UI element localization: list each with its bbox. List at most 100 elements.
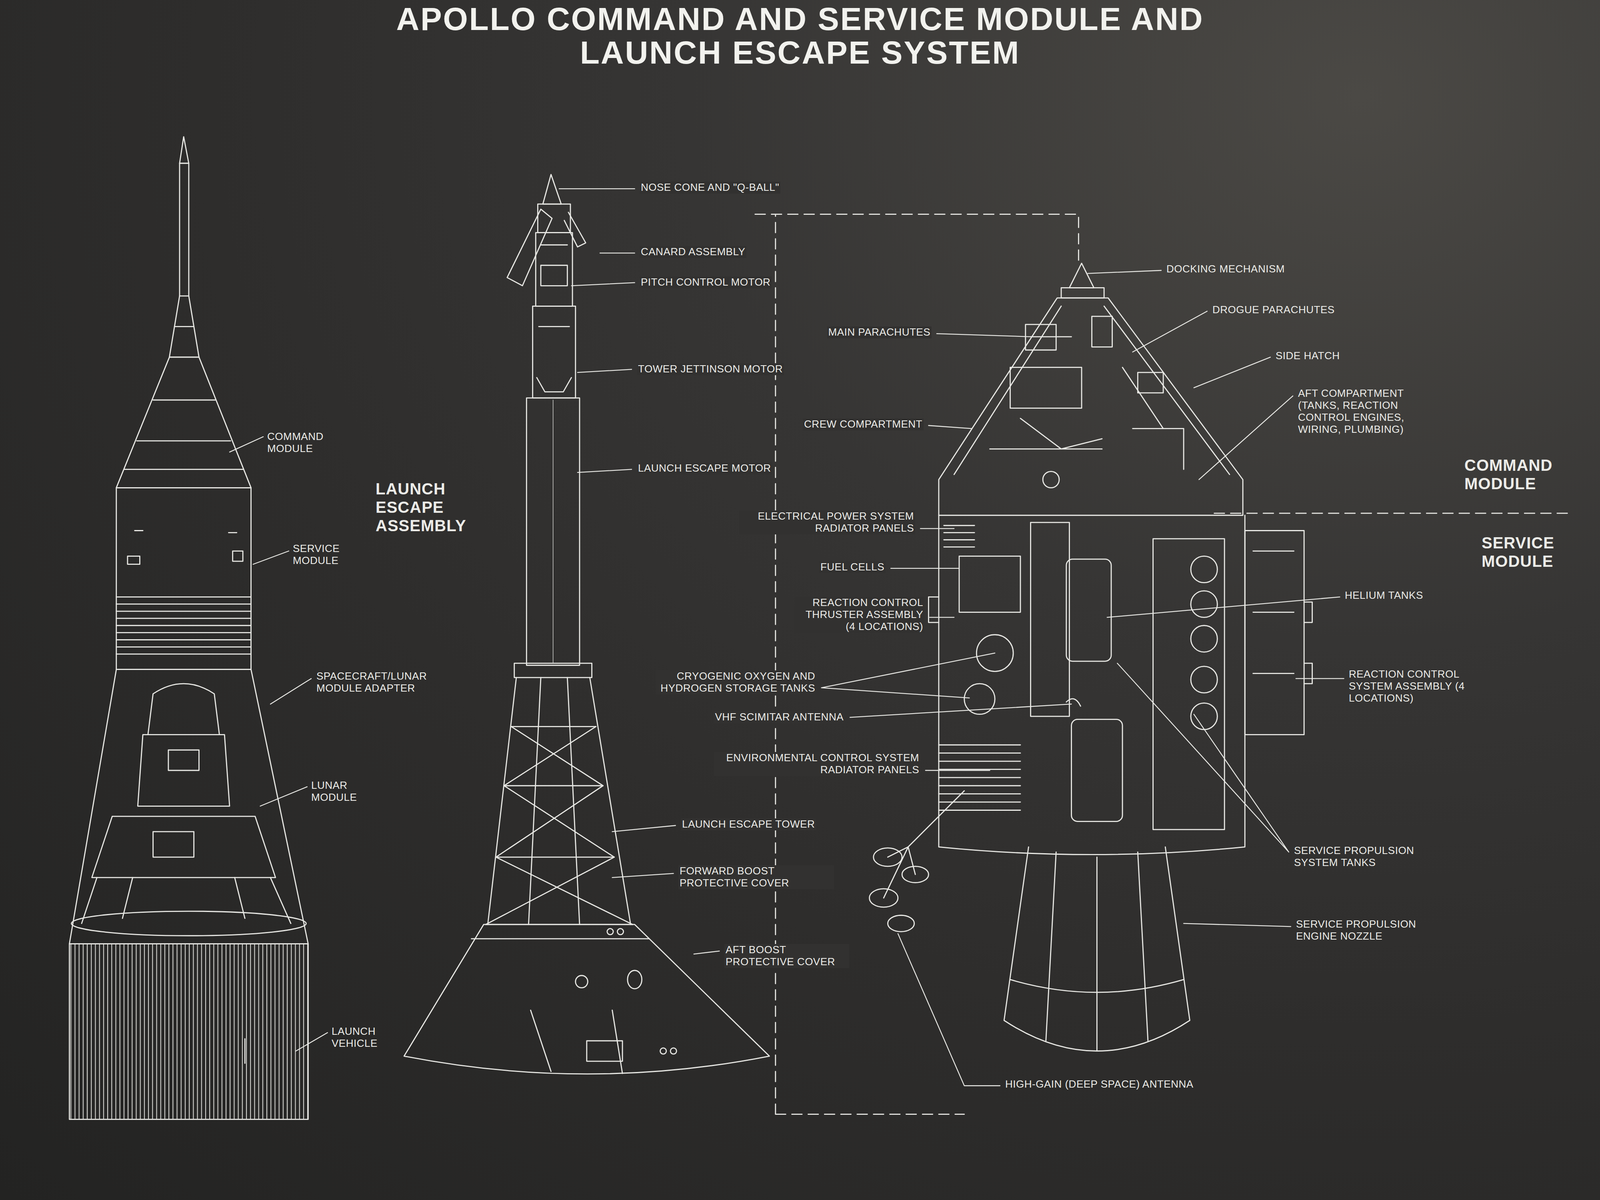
part-label: COMMAND MODULE bbox=[267, 430, 329, 455]
full-stack-drawing bbox=[116, 487, 252, 670]
launch-escape-assembly-drawing bbox=[507, 209, 552, 286]
command-service-module-drawing bbox=[1010, 852, 1184, 1051]
full-stack-drawing bbox=[69, 669, 308, 944]
full-stack-drawing bbox=[71, 911, 307, 936]
part-label: AFT BOOST PROTECTIVE COVER bbox=[724, 944, 850, 968]
part-label: MAIN PARACHUTES bbox=[827, 326, 932, 339]
leader-line bbox=[577, 469, 632, 473]
leader-line bbox=[612, 825, 676, 832]
command-service-module-drawing bbox=[959, 556, 1021, 612]
launch-escape-assembly-drawing bbox=[575, 975, 588, 988]
launch-escape-assembly-drawing bbox=[404, 174, 770, 1074]
part-label: SERVICE PROPULSION ENGINE NOZZLE bbox=[1296, 918, 1439, 943]
launch-escape-assembly-drawing bbox=[514, 663, 592, 678]
bracket-dashed-line bbox=[755, 214, 1572, 1115]
full-stack-drawing bbox=[179, 136, 189, 164]
part-label: CANARD ASSEMBLY bbox=[639, 246, 747, 258]
full-stack-drawing bbox=[69, 944, 308, 1120]
full-stack-drawing bbox=[244, 1038, 246, 1064]
leader-line bbox=[571, 282, 635, 286]
leader-line bbox=[898, 933, 1000, 1086]
leader-line bbox=[1198, 396, 1293, 480]
part-label: SIDE HATCH bbox=[1275, 350, 1340, 362]
leader-line bbox=[1132, 311, 1208, 352]
leader-line bbox=[253, 551, 289, 565]
launch-escape-assembly-drawing bbox=[536, 326, 572, 392]
leader-line bbox=[1296, 678, 1344, 679]
part-label: SERVICE MODULE bbox=[292, 542, 354, 567]
launch-escape-assembly-drawing bbox=[532, 306, 576, 398]
part-label: LUNAR MODULE bbox=[311, 779, 373, 804]
full-stack-drawing bbox=[69, 136, 308, 1120]
bracket-dashed-line bbox=[755, 214, 1079, 1115]
leader-line bbox=[925, 770, 990, 771]
part-label: NOSE CONE AND "Q-BALL" bbox=[639, 181, 781, 194]
part-label: VHF SCIMITAR ANTENNA bbox=[713, 711, 845, 724]
command-service-module-drawing bbox=[1190, 556, 1218, 583]
launch-escape-assembly-drawing bbox=[627, 970, 642, 989]
part-label: LAUNCH ESCAPE MOTOR bbox=[636, 462, 773, 475]
full-stack-drawing bbox=[137, 683, 230, 806]
part-label: HELIUM TANKS bbox=[1344, 589, 1424, 602]
launch-escape-assembly-drawing bbox=[660, 1048, 666, 1054]
leader-line bbox=[296, 1032, 328, 1052]
leader-line bbox=[929, 616, 954, 618]
leader-line bbox=[1107, 596, 1340, 618]
leader-line bbox=[559, 188, 635, 190]
launch-escape-assembly-drawing bbox=[542, 174, 562, 204]
diagram-title: APOLLO COMMAND AND SERVICE MODULE AND LA… bbox=[340, 2, 1260, 70]
part-label: LAUNCH ESCAPE TOWER bbox=[680, 818, 816, 831]
part-label: CRYOGENIC OXYGEN AND HYDROGEN STORAGE TA… bbox=[656, 670, 817, 695]
launch-escape-assembly-drawing bbox=[526, 398, 580, 666]
command-service-module-drawing bbox=[1061, 287, 1104, 298]
leader-line bbox=[612, 873, 674, 878]
part-label: ELECTRICAL POWER SYSTEM RADIATOR PANELS bbox=[739, 510, 916, 535]
launch-escape-assembly-drawing bbox=[471, 938, 650, 940]
section-label: COMMAND MODULE bbox=[1464, 456, 1577, 493]
command-service-module-drawing bbox=[1190, 666, 1218, 693]
launch-escape-assembly-drawing bbox=[552, 400, 554, 664]
leader-line bbox=[936, 333, 1031, 337]
leader-line bbox=[260, 786, 308, 806]
launch-escape-assembly-drawing bbox=[617, 928, 624, 935]
command-service-module-drawing bbox=[1190, 625, 1218, 652]
part-label: CREW COMPARTMENT bbox=[802, 418, 924, 431]
part-label: FORWARD BOOST PROTECTIVE COVER bbox=[678, 865, 834, 890]
command-service-module-drawing bbox=[1066, 559, 1112, 662]
launch-escape-assembly-drawing bbox=[535, 232, 573, 307]
leader-line bbox=[928, 425, 972, 429]
section-label: SERVICE MODULE bbox=[1481, 533, 1594, 571]
leader-line bbox=[694, 951, 720, 955]
full-stack-drawing bbox=[127, 530, 243, 565]
part-label: REACTION CONTROL SYSTEM ASSEMBLY (4 LOCA… bbox=[1348, 668, 1492, 705]
leader-line bbox=[600, 252, 635, 254]
command-service-module-drawing bbox=[1253, 551, 1313, 684]
command-service-module-drawing bbox=[938, 515, 1245, 855]
launch-escape-assembly-drawing bbox=[487, 677, 631, 925]
command-service-module-drawing bbox=[938, 298, 1243, 516]
leader-line bbox=[1117, 663, 1289, 852]
command-service-module-drawing bbox=[887, 915, 914, 932]
command-service-module-drawing bbox=[1069, 263, 1094, 288]
command-service-module-drawing bbox=[1137, 372, 1164, 393]
leader-line bbox=[920, 528, 954, 529]
command-service-module-drawing bbox=[989, 336, 1184, 470]
part-label: ENVIRONMENTAL CONTROL SYSTEM RADIATOR PA… bbox=[714, 752, 921, 776]
part-label: AFT COMPARTMENT (TANKS, REACTION CONTROL… bbox=[1298, 387, 1441, 436]
command-service-module-drawing bbox=[1042, 471, 1060, 488]
command-service-module-drawing bbox=[1030, 522, 1070, 717]
launch-escape-assembly-drawing bbox=[485, 726, 633, 925]
launch-escape-assembly-drawing bbox=[485, 726, 633, 925]
command-service-module-drawing bbox=[1244, 530, 1304, 735]
launch-escape-assembly-drawing bbox=[404, 924, 770, 1074]
leader-line bbox=[1194, 357, 1271, 388]
command-service-module-drawing bbox=[883, 846, 916, 898]
part-label: PITCH CONTROL MOTOR bbox=[639, 276, 772, 289]
full-stack-drawing bbox=[124, 400, 243, 470]
section-label: LAUNCH ESCAPE ASSEMBLY bbox=[375, 479, 488, 535]
leader-line bbox=[850, 704, 1072, 718]
launch-escape-assembly-drawing bbox=[670, 1048, 677, 1054]
command-service-module-drawing bbox=[954, 306, 1230, 475]
part-label: LAUNCH VEHICLE bbox=[331, 1025, 393, 1050]
leader-line bbox=[821, 653, 996, 698]
